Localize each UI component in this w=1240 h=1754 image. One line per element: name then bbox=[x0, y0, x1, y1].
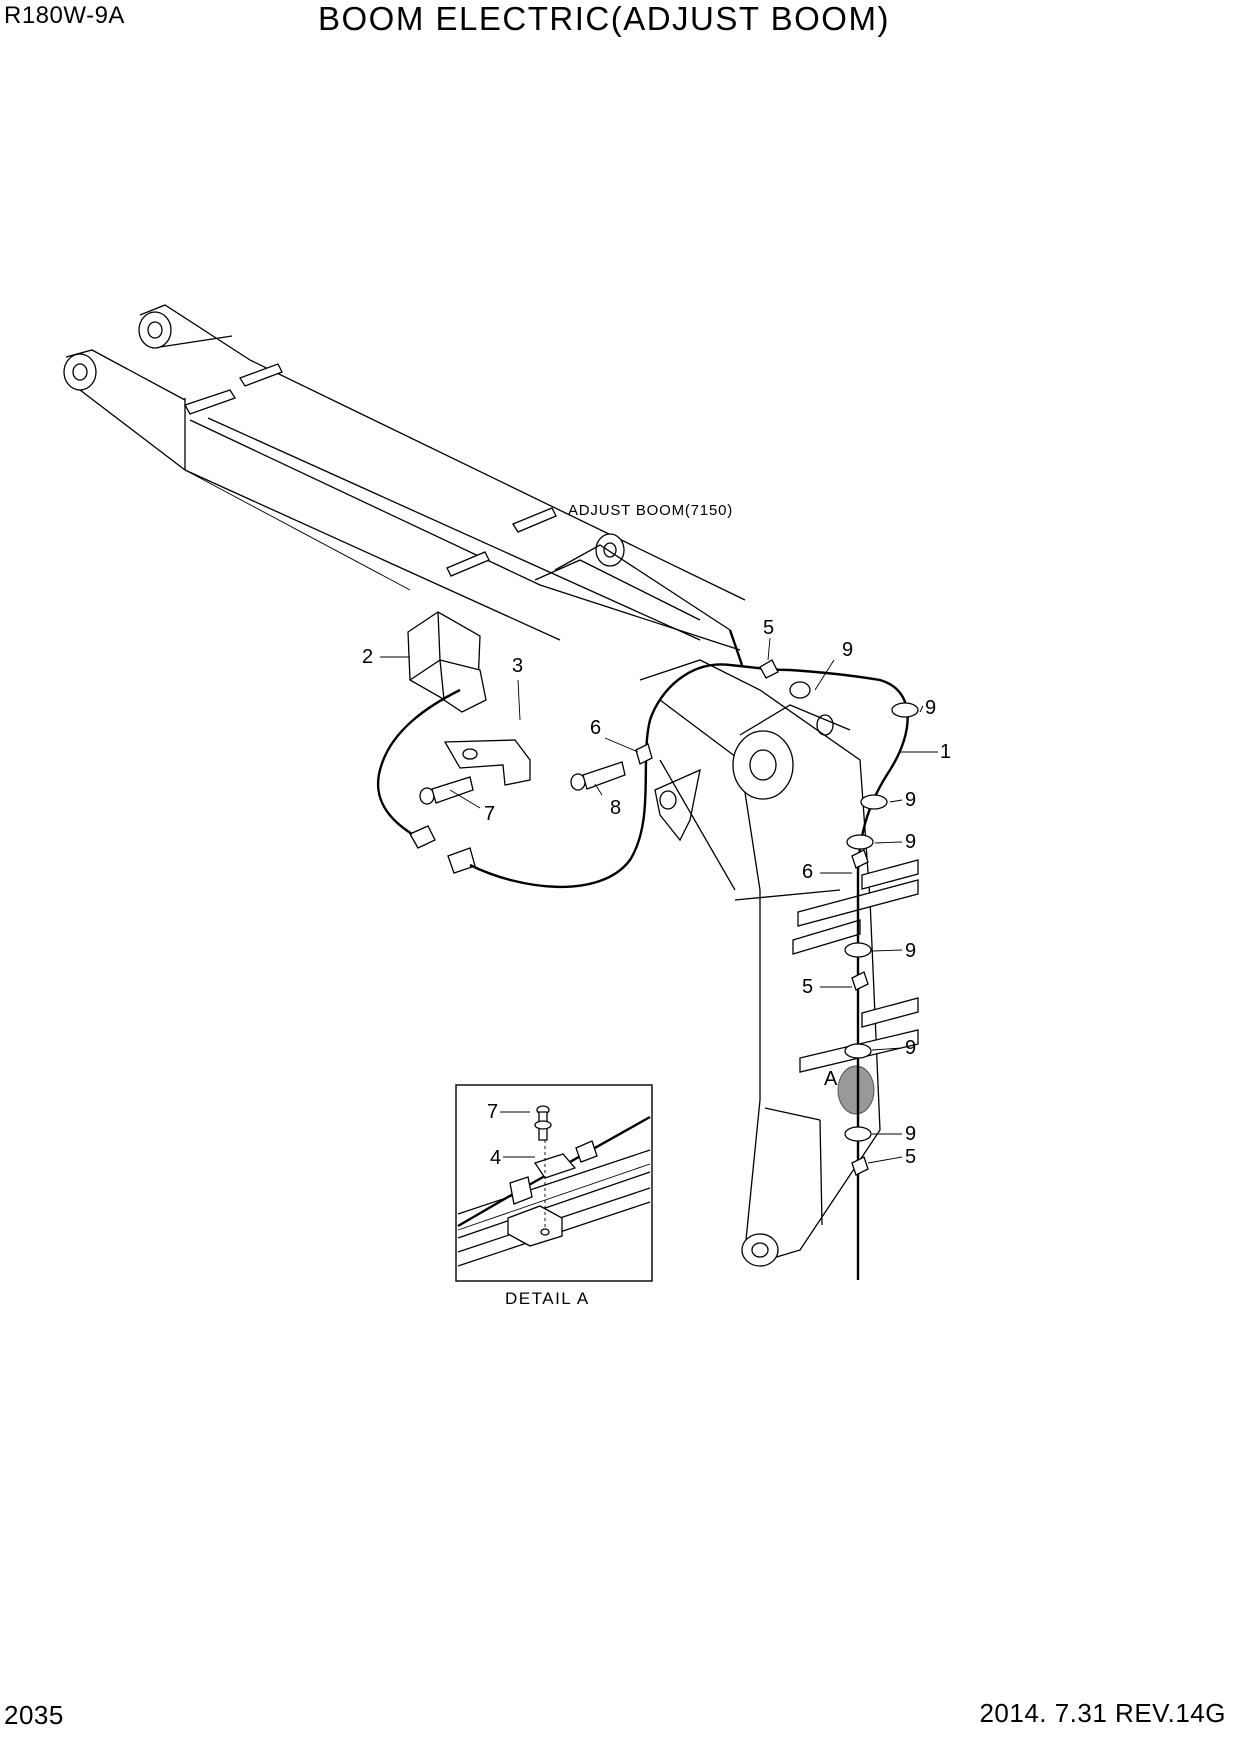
clamps bbox=[789, 681, 919, 1142]
detail-callout-4: 4 bbox=[490, 1147, 501, 1169]
callout-9: 9 bbox=[905, 940, 916, 962]
callout-7: 7 bbox=[484, 803, 495, 825]
lower-boom bbox=[639, 659, 919, 1267]
detail-marker: A bbox=[824, 1068, 838, 1090]
detail-caption: DETAIL A bbox=[505, 1289, 590, 1308]
detail-callout-7: 7 bbox=[487, 1101, 498, 1123]
assembly-label: ADJUST BOOM(7150) bbox=[568, 502, 733, 519]
callout-9: 9 bbox=[905, 831, 916, 853]
callout-8: 8 bbox=[610, 797, 621, 819]
detail-a-inset: 7 4 DETAIL A bbox=[455, 1084, 653, 1308]
callout-6: 6 bbox=[802, 861, 813, 883]
callout-9: 9 bbox=[842, 639, 853, 661]
callout-labels: 1 2 3 6 7 8 5 9 9 9 9 6 9 5 9 9 5 A bbox=[362, 617, 951, 1168]
callout-9: 9 bbox=[925, 697, 936, 719]
callout-9: 9 bbox=[905, 789, 916, 811]
wiring-harness bbox=[376, 663, 909, 1280]
connector-left bbox=[409, 825, 436, 849]
work-lamp bbox=[407, 611, 531, 786]
page-title: BOOM ELECTRIC(ADJUST BOOM) bbox=[318, 0, 890, 37]
clips bbox=[635, 659, 869, 1176]
callout-9: 9 bbox=[905, 1123, 916, 1145]
page-number: 2035 bbox=[4, 1700, 64, 1730]
leader-lines bbox=[380, 637, 938, 1164]
callout-3: 3 bbox=[512, 655, 523, 677]
revision-date: 2014. 7.31 REV.14G bbox=[979, 1698, 1226, 1728]
model-code: R180W-9A bbox=[4, 2, 125, 29]
callout-5: 5 bbox=[905, 1146, 916, 1168]
callout-2: 2 bbox=[362, 646, 373, 668]
connector-main bbox=[447, 847, 476, 874]
callout-6: 6 bbox=[590, 717, 601, 739]
bolts bbox=[419, 761, 626, 805]
detail-a-area bbox=[837, 1065, 875, 1115]
callout-9: 9 bbox=[905, 1037, 916, 1059]
harness-branch bbox=[728, 629, 744, 666]
callout-5: 5 bbox=[763, 617, 774, 639]
callout-5: 5 bbox=[802, 976, 813, 998]
upper-boom bbox=[63, 304, 746, 651]
callout-1: 1 bbox=[940, 741, 951, 763]
